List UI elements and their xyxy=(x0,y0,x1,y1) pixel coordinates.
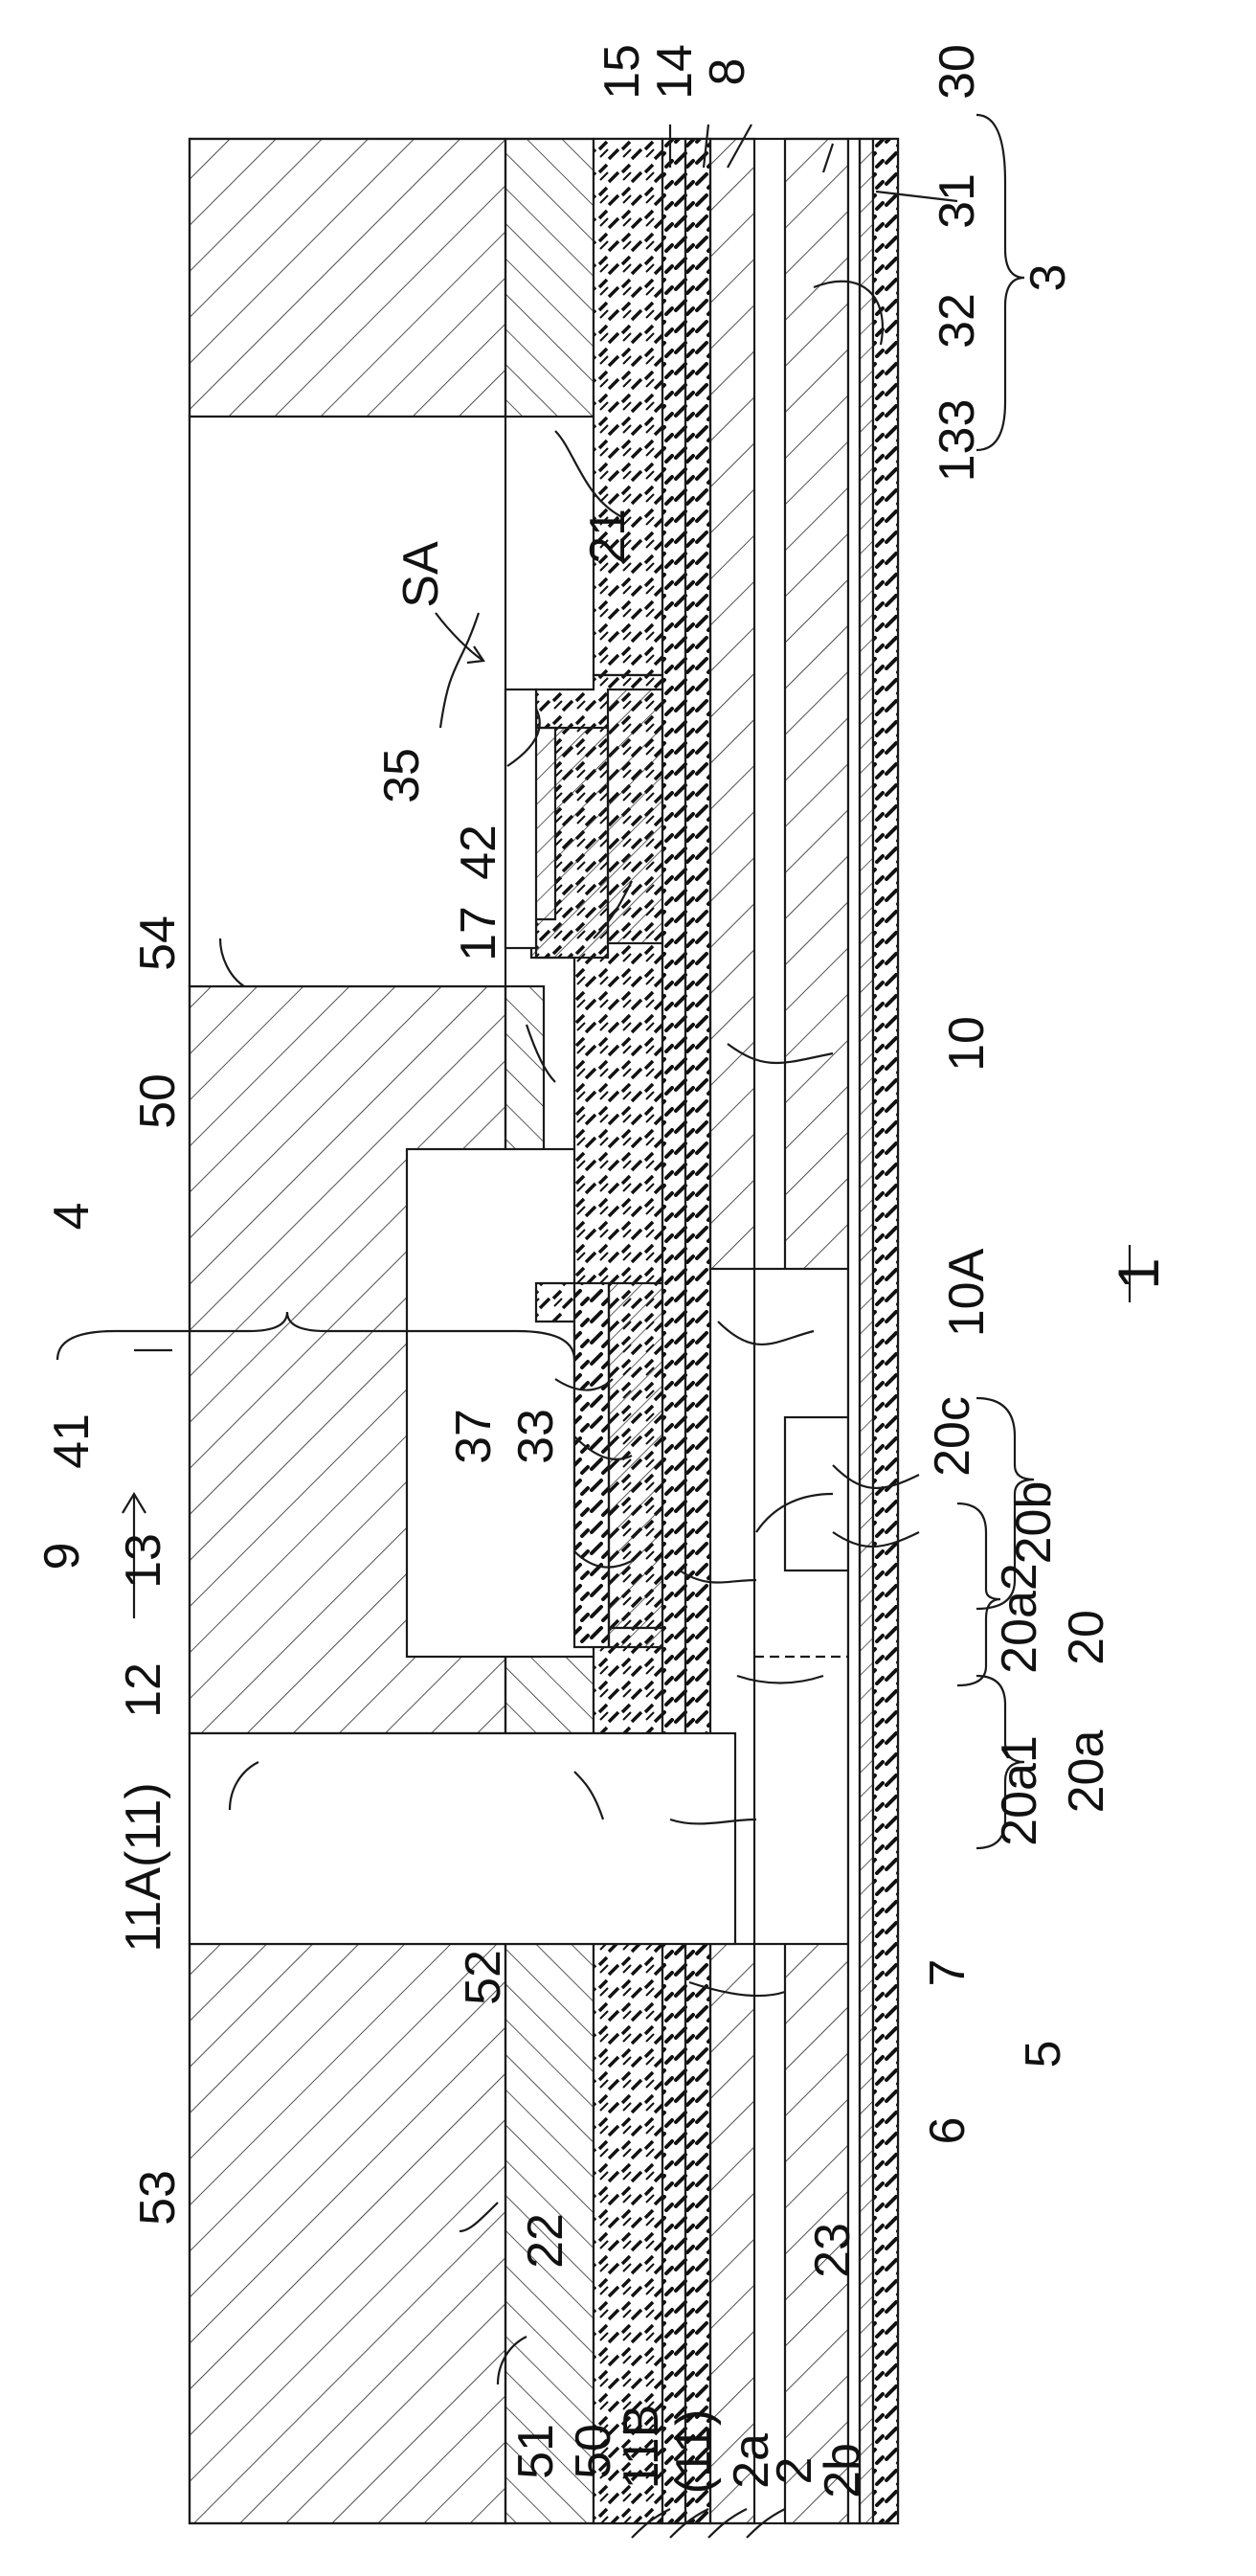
layer-50-top xyxy=(504,137,595,418)
label-20a1: 20a1 xyxy=(992,1735,1047,1846)
label-11A: 11A(11) xyxy=(116,1782,171,1953)
layer-14 xyxy=(661,137,687,2525)
label-9: 9 xyxy=(34,1542,90,1570)
layer-13 xyxy=(572,1281,611,1649)
label-6: 6 xyxy=(920,2116,976,2145)
opening-54 xyxy=(188,415,507,988)
label-41: 41 xyxy=(44,1413,100,1469)
label-22: 22 xyxy=(518,2213,573,2269)
label-4: 4 xyxy=(44,1202,100,1231)
label-50b: 50 xyxy=(566,2424,621,2479)
layer-2a xyxy=(708,1942,756,2525)
layer-31 xyxy=(846,137,862,2525)
label-31: 31 xyxy=(930,173,985,229)
label-21: 21 xyxy=(580,508,636,564)
label-2: 2 xyxy=(767,2456,822,2485)
label-15: 15 xyxy=(594,44,650,100)
label-53: 53 xyxy=(130,2170,186,2226)
label-30: 30 xyxy=(930,44,985,100)
label-42: 42 xyxy=(451,825,506,880)
label-32: 32 xyxy=(930,293,985,349)
label-20c: 20c xyxy=(925,1396,980,1477)
brace-20a xyxy=(956,1502,1001,1687)
label-50a: 50 xyxy=(130,1073,186,1129)
label-10: 10 xyxy=(939,1016,995,1072)
label-23: 23 xyxy=(805,2223,861,2278)
label-51: 51 xyxy=(508,2424,564,2479)
label-2b: 2b xyxy=(815,2443,870,2498)
label-SA: SA xyxy=(393,541,449,608)
label-20a: 20a xyxy=(1059,1729,1114,1814)
brace-9 xyxy=(56,1311,576,1361)
layer-4-bottom xyxy=(188,1942,507,2525)
layer-50-low xyxy=(504,1942,595,2525)
layer-15-top xyxy=(592,137,664,677)
label-17: 17 xyxy=(451,906,506,961)
label-20a2: 20a2 xyxy=(992,1563,1047,1674)
layer-10 xyxy=(708,137,756,1271)
label-12: 12 xyxy=(116,1662,171,1718)
label-133: 133 xyxy=(930,398,985,483)
label-35: 35 xyxy=(374,748,430,803)
label-54: 54 xyxy=(130,915,186,971)
label-5: 5 xyxy=(1016,2040,1071,2068)
label-13: 13 xyxy=(116,1533,171,1589)
label-37: 37 xyxy=(446,1409,502,1464)
label-10A: 10A xyxy=(939,1248,995,1338)
layer-133 xyxy=(871,137,900,2525)
figure-number: 1 xyxy=(1107,1257,1171,1289)
layer-4-top xyxy=(188,137,507,418)
label-8: 8 xyxy=(700,57,755,86)
cavity-5 xyxy=(752,1267,850,1946)
direction-arrow-41 xyxy=(122,1491,146,1618)
brace-5 xyxy=(976,1674,1025,1850)
pad-SA xyxy=(504,688,538,950)
layer-8 xyxy=(684,137,712,2525)
label-11p: (11) xyxy=(666,2408,722,2495)
label-7: 7 xyxy=(920,1958,976,1987)
brace-3 xyxy=(976,113,1025,452)
brace-20 xyxy=(976,1396,1035,1611)
label-11B: 11B xyxy=(614,2404,669,2490)
label-3: 3 xyxy=(1020,263,1076,292)
layer-32 xyxy=(858,137,875,2525)
layer-35 xyxy=(529,726,610,960)
label-20b: 20b xyxy=(1006,1480,1062,1565)
label-14: 14 xyxy=(647,44,703,100)
label-33: 33 xyxy=(508,1409,564,1464)
label-52: 52 xyxy=(456,1950,511,2005)
electrode-42 xyxy=(606,688,667,945)
opening-53 xyxy=(188,1731,737,1946)
label-20: 20 xyxy=(1059,1610,1114,1665)
layer-12 xyxy=(607,1281,668,1649)
